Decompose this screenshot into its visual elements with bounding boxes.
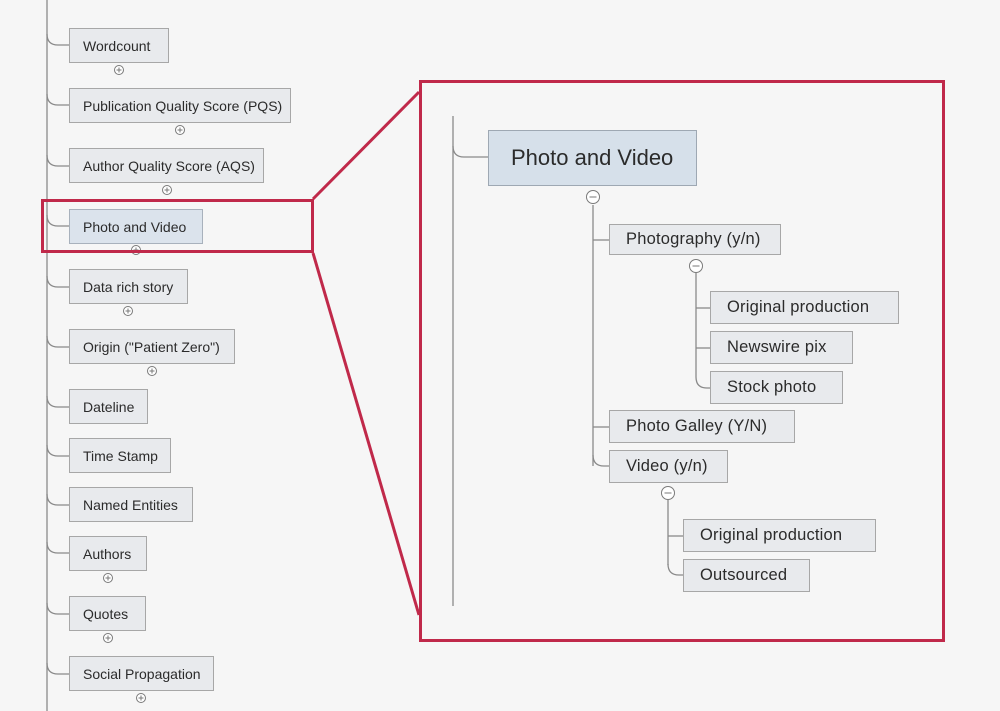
node-named-entities[interactable]: Named Entities xyxy=(69,487,193,522)
selection-highlight-frame xyxy=(41,199,314,253)
collapse-toggle-root-icon[interactable] xyxy=(586,190,600,204)
collapse-toggle-video-icon[interactable] xyxy=(661,486,675,500)
node-social-propagation[interactable]: Social Propagation xyxy=(69,656,214,691)
node-author-quality-score[interactable]: Author Quality Score (AQS) xyxy=(69,148,264,183)
zoom-node-stock-photo[interactable]: Stock photo xyxy=(710,371,843,404)
node-photo-and-video[interactable]: Photo and Video xyxy=(69,209,203,244)
expand-toggle-data-rich-icon[interactable] xyxy=(123,306,133,316)
zoom-node-newswire-pix[interactable]: Newswire pix xyxy=(710,331,853,364)
expand-toggle-pqs-icon[interactable] xyxy=(175,125,185,135)
zoom-node-photography[interactable]: Photography (y/n) xyxy=(609,224,781,255)
zoom-node-video[interactable]: Video (y/n) xyxy=(609,450,728,483)
expand-toggle-authors-icon[interactable] xyxy=(103,573,113,583)
zoom-node-outsourced[interactable]: Outsourced xyxy=(683,559,810,592)
zoom-node-original-production-photo[interactable]: Original production xyxy=(710,291,899,324)
node-publication-quality-score[interactable]: Publication Quality Score (PQS) xyxy=(69,88,291,123)
zoom-node-original-production-video[interactable]: Original production xyxy=(683,519,876,552)
expand-toggle-origin-icon[interactable] xyxy=(147,366,157,376)
node-quotes[interactable]: Quotes xyxy=(69,596,146,631)
expand-toggle-aqs-icon[interactable] xyxy=(162,185,172,195)
expand-toggle-social-icon[interactable] xyxy=(136,693,146,703)
zoom-detail-frame xyxy=(419,80,945,642)
node-origin-patient-zero[interactable]: Origin ("Patient Zero") xyxy=(69,329,235,364)
node-data-rich-story[interactable]: Data rich story xyxy=(69,269,188,304)
collapse-toggle-photography-icon[interactable] xyxy=(689,259,703,273)
node-dateline[interactable]: Dateline xyxy=(69,389,148,424)
expand-toggle-wordcount-icon[interactable] xyxy=(114,65,124,75)
node-authors[interactable]: Authors xyxy=(69,536,147,571)
zoom-node-photo-and-video[interactable]: Photo and Video xyxy=(488,130,697,186)
node-time-stamp[interactable]: Time Stamp xyxy=(69,438,171,473)
expand-toggle-quotes-icon[interactable] xyxy=(103,633,113,643)
zoom-node-photo-galley[interactable]: Photo Galley (Y/N) xyxy=(609,410,795,443)
node-wordcount[interactable]: Wordcount xyxy=(69,28,169,63)
